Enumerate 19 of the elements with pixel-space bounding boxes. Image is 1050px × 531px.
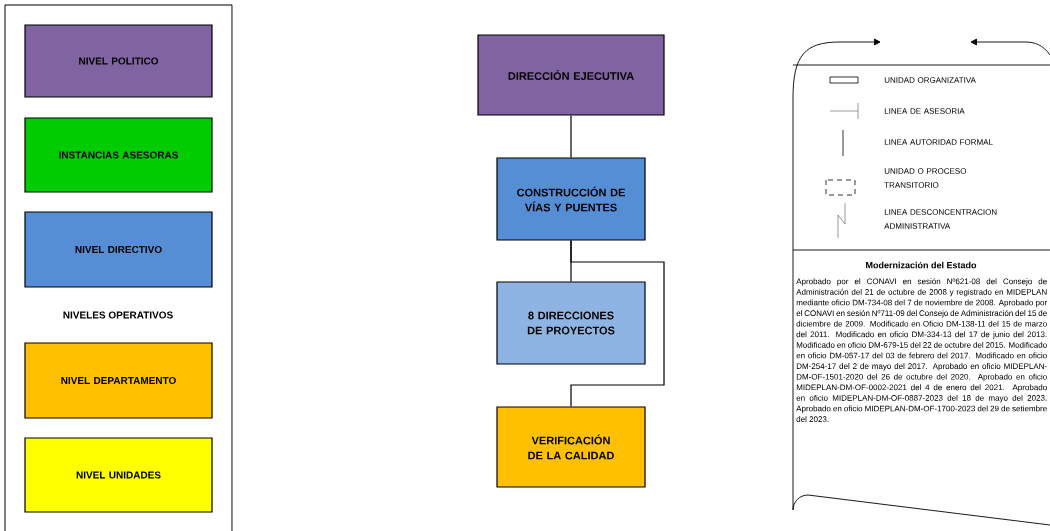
level-box: VERIFICACIÓN DE LA CALIDAD [496, 406, 646, 488]
level-box: CONSTRUCCIÓN DE VÍAS Y PUENTES [496, 157, 646, 241]
level-box: NIVEL DEPARTAMENTO [24, 342, 213, 419]
panel-heading: Modernización del Estado [866, 261, 977, 269]
legend-text: UNIDAD O PROCESO TRANSITORIO [884, 168, 967, 188]
level-box: DIRECCIÓN EJECUTIVA [477, 34, 665, 116]
connector-line [570, 115, 572, 158]
approval-note: Aprobado por el CONAVI en sesión Nº621-08 del Consejo de Administración del 21 de octubre de 2008 y registrado en MIDEPLAN mediante oficio DM-734-08 del 7 de noviembre de 2008. Aprobado por el CONAVI en sesión Nº711-09 del Consejo de Administración del 15 de diciembre de 2009. Modificado en Oficio DM-138-11 del 15 de marzo del 2011. Modificado en oficio DM-334-13 del 17 de junio del 2013. Modificado en oficio DM-679-15 del 22 de octubre del 2015. Modificado en oficio DM-057-17 del 03 de febrero del 2017. Modificado en oficio DM-254-17 del 2 de mayo del 2017. Aprobado en oficio MIDEPLAN-DM-OF-1501-2020 del 26 de octubre del 2020. Aprobado en oficio MIDEPLAN-DM-OF-0002-2021 del 4 de enero del 2021. Aprobado en oficio MIDEPLAN-DM-OF-0887-2023 del 18 de mayo del 2023. Aprobado en oficio MIDEPLAN-DM-OF-1700-2023 del 29 de setiembre del 2023. [796, 278, 1047, 422]
legend-text: LINEA DESCONCENTRACION ADMINISTRATIVA [884, 209, 997, 229]
legend-text: UNIDAD ORGANIZATIVA [884, 77, 976, 83]
connector-line [570, 240, 665, 407]
level-box: NIVEL UNIDADES [24, 437, 213, 513]
level-box: NIVEL DIRECTIVO [24, 211, 213, 288]
level-box: INSTANCIAS ASESORAS [24, 117, 213, 193]
level-box: NIVEL POLITICO [24, 24, 213, 98]
level-label: NIVELES OPERATIVOS [63, 311, 173, 319]
level-box: 8 DIRECCIONES DE PROYECTOS [496, 281, 646, 365]
legend-text: LINEA AUTORIDAD FORMAL [884, 139, 993, 145]
legend-text: LINEA DE ASESORIA [884, 108, 965, 114]
